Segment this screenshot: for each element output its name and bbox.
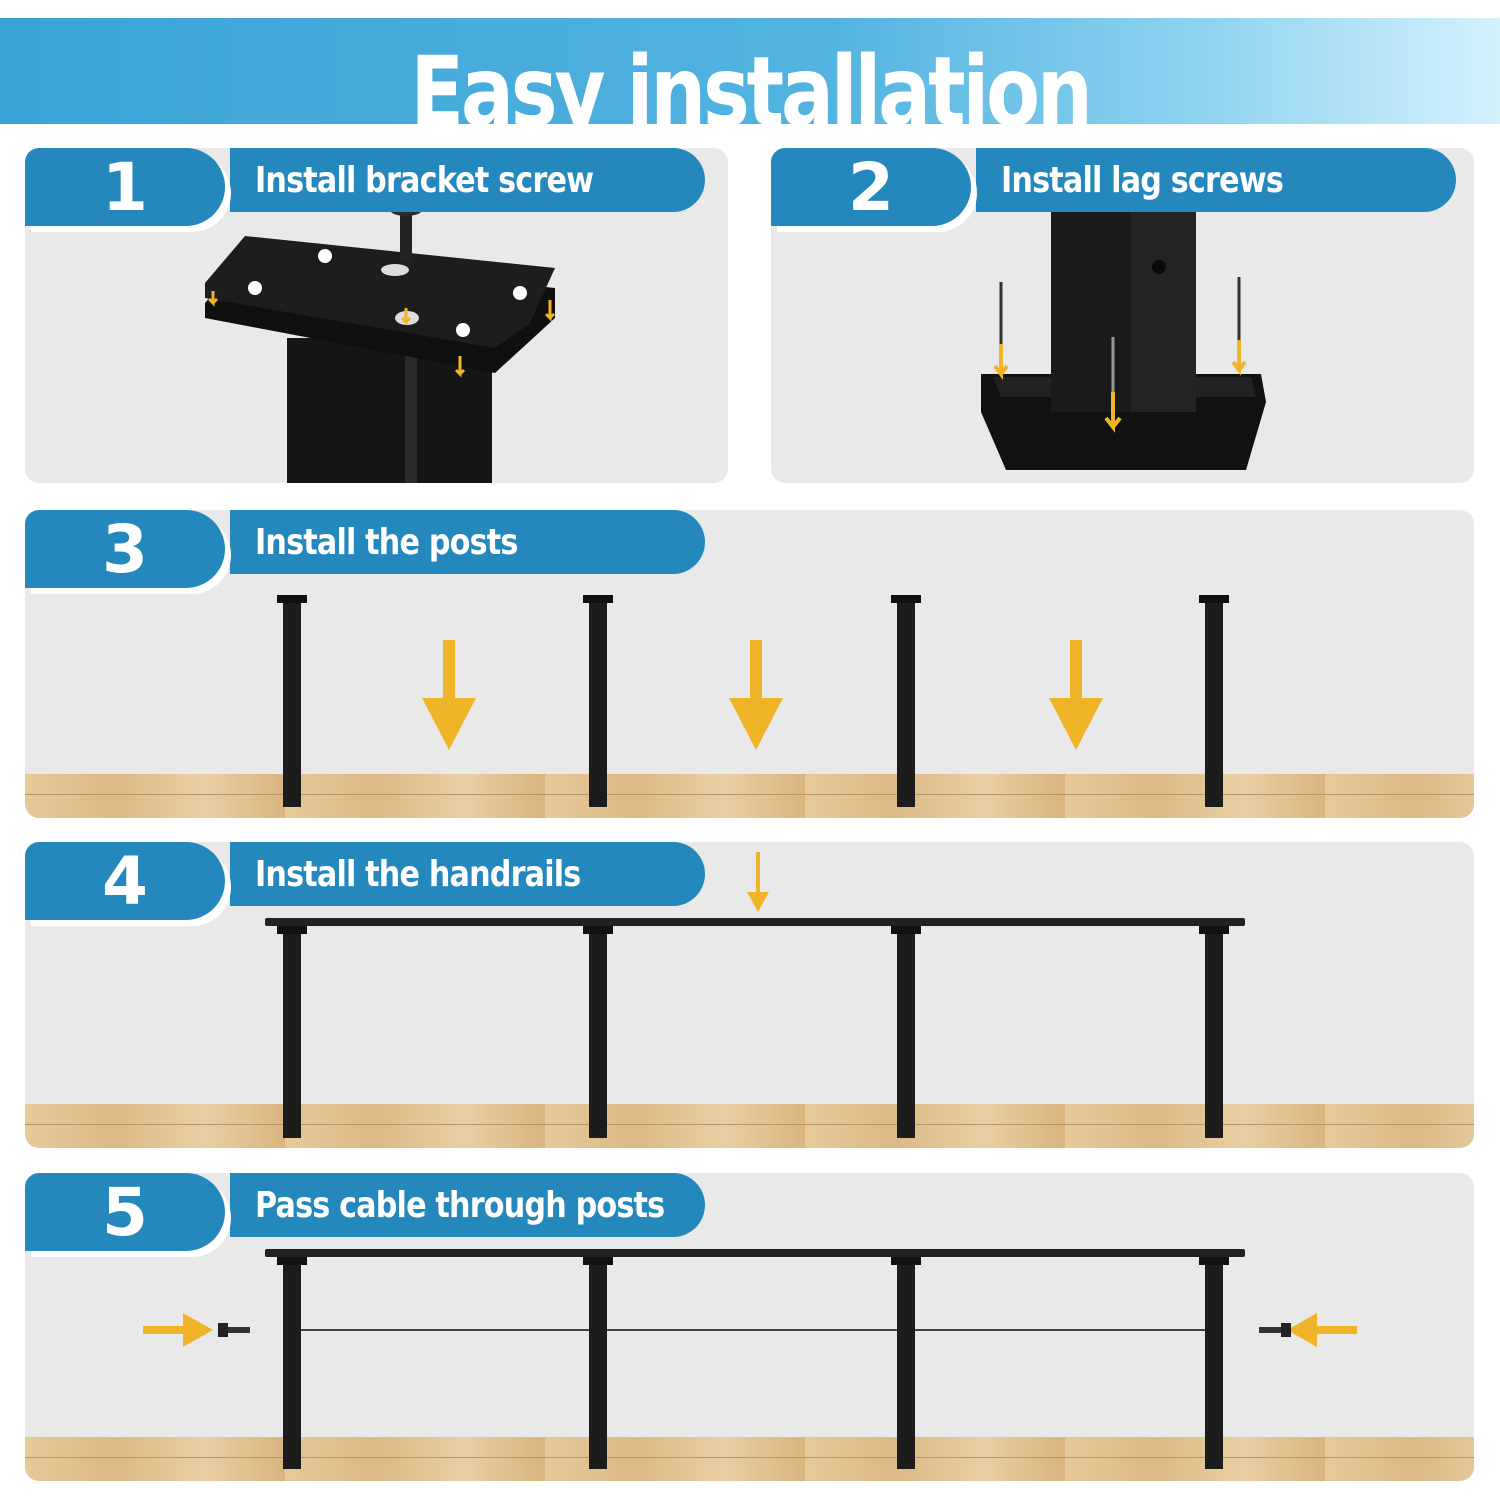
post (891, 926, 921, 1138)
step-label: Install bracket screw (230, 148, 705, 212)
page-title: Easy installation (410, 36, 1092, 148)
post (1199, 1257, 1229, 1469)
step-label: Install the handrails (230, 842, 705, 906)
bracket-plate-illustration (205, 208, 556, 483)
post (891, 1257, 921, 1469)
header-banner: Easy installation (0, 18, 1500, 148)
post (583, 926, 613, 1138)
step-4-header: 4 Install the handrails (25, 842, 705, 920)
step-number: 2 (771, 148, 971, 226)
cable-fitting-icon (1259, 1323, 1291, 1337)
down-arrow-icon (729, 640, 783, 750)
post (583, 1257, 613, 1469)
post (277, 595, 307, 807)
cable (295, 1329, 1215, 1331)
post-base-illustration (981, 212, 1266, 470)
step-label: Install the posts (230, 510, 705, 574)
step-number: 4 (25, 842, 225, 920)
step-number: 5 (25, 1173, 225, 1251)
post (277, 1257, 307, 1469)
step-1-panel: 1 Install bracket screw (25, 148, 728, 483)
step-2-panel: 2 Install lag screws (771, 148, 1474, 483)
deck-floor (25, 1437, 1474, 1481)
post (1199, 926, 1229, 1138)
handrail (265, 918, 1245, 926)
deck-floor (25, 774, 1474, 818)
down-arrow-icon (747, 852, 769, 912)
handrail (265, 1249, 1245, 1257)
down-arrow-icon (1049, 640, 1103, 750)
step-5-header: 5 Pass cable through posts (25, 1173, 705, 1251)
step-3-panel: 3 Install the posts (25, 510, 1474, 818)
step-label: Pass cable through posts (230, 1173, 705, 1237)
step-label: Install lag screws (976, 148, 1456, 212)
step-5-panel: 5 Pass cable through posts (25, 1173, 1474, 1481)
step-number: 3 (25, 510, 225, 588)
right-arrow-icon (143, 1313, 213, 1347)
step-1-header: 1 Install bracket screw (25, 148, 705, 226)
deck-floor (25, 1104, 1474, 1148)
post (891, 595, 921, 807)
post (277, 926, 307, 1138)
post (1199, 595, 1229, 807)
step-4-panel: 4 Install the handrails (25, 842, 1474, 1148)
down-arrow-icon (422, 640, 476, 750)
post (583, 595, 613, 807)
cable-fitting-icon (218, 1323, 250, 1337)
left-arrow-icon (1287, 1313, 1357, 1347)
step-number: 1 (25, 148, 225, 226)
step-3-header: 3 Install the posts (25, 510, 705, 588)
step-2-header: 2 Install lag screws (771, 148, 1456, 226)
